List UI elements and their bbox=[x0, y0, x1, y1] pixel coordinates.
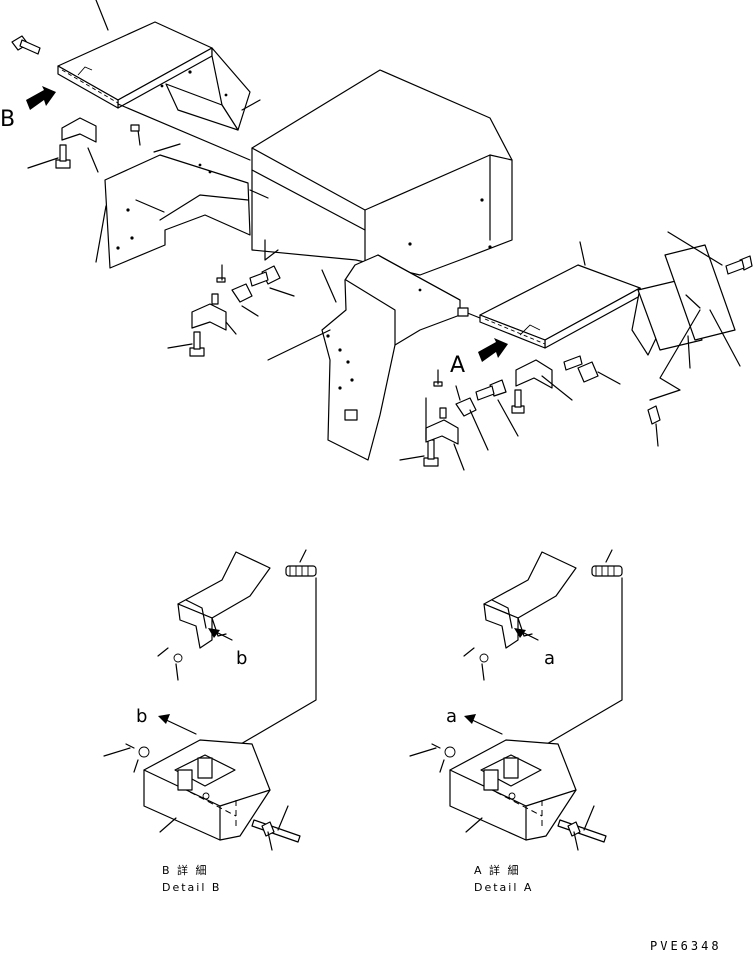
bolt bbox=[423, 439, 439, 467]
handle-bracket bbox=[463, 551, 577, 681]
ref-label-b: b bbox=[236, 648, 247, 669]
bracket bbox=[191, 293, 227, 331]
ref-leader-b bbox=[209, 577, 317, 763]
bolt bbox=[55, 144, 71, 169]
caption-detail-a-jp: A 詳 細 bbox=[474, 863, 521, 877]
ref-arrowhead-a-2 bbox=[464, 714, 476, 724]
spring bbox=[285, 549, 317, 577]
left-fender bbox=[57, 21, 251, 161]
main-assembly: B A bbox=[0, 0, 753, 471]
pin bbox=[251, 819, 301, 843]
ref-arrowhead-b-2 bbox=[158, 714, 170, 724]
washer bbox=[444, 746, 456, 758]
handle-bracket bbox=[157, 551, 271, 681]
caption-detail-a-en: Detail A bbox=[474, 881, 533, 894]
view-label-a: A bbox=[450, 353, 465, 378]
bracket bbox=[231, 283, 253, 303]
spring bbox=[591, 549, 623, 577]
side-plates bbox=[637, 231, 736, 351]
bolt bbox=[475, 379, 507, 401]
ref-arrowhead-b bbox=[208, 628, 220, 638]
ref-arrow-b-2 bbox=[161, 717, 197, 735]
bracket bbox=[515, 359, 553, 389]
left-lower-panel bbox=[104, 124, 251, 269]
bracket bbox=[455, 397, 477, 417]
bracket bbox=[425, 407, 459, 445]
detail-a: a a A 詳 細 Detail A bbox=[409, 549, 623, 894]
bracket bbox=[61, 117, 97, 143]
drawing-code: PVE6348 bbox=[650, 939, 722, 953]
bolt bbox=[563, 355, 599, 383]
view-label-b: B bbox=[0, 107, 15, 132]
mount-block bbox=[143, 739, 271, 841]
mount-block bbox=[449, 739, 577, 841]
washer bbox=[138, 746, 150, 758]
bolt bbox=[249, 265, 281, 287]
bolt bbox=[511, 389, 525, 414]
ref-arrow-a-2 bbox=[467, 717, 503, 735]
detail-b: b b B 詳 細 Detail B bbox=[103, 549, 317, 894]
pin-markers bbox=[216, 264, 443, 387]
caption-detail-b-en: Detail B bbox=[162, 881, 221, 894]
leader-lines bbox=[27, 0, 741, 471]
ref-arrowhead-a bbox=[514, 628, 526, 638]
right-fender bbox=[457, 264, 661, 356]
bolt bbox=[725, 255, 753, 275]
view-arrow-a bbox=[478, 338, 508, 362]
ref-label-b-2: b bbox=[136, 706, 147, 727]
center-cover bbox=[249, 69, 513, 276]
ref-label-a-2: a bbox=[446, 706, 457, 727]
right-lower-panel bbox=[321, 254, 461, 461]
caption-detail-b-jp: B 詳 細 bbox=[162, 863, 209, 877]
view-arrow-b bbox=[26, 86, 56, 110]
pin bbox=[557, 819, 607, 843]
bolt bbox=[11, 35, 41, 55]
clip bbox=[647, 405, 661, 425]
ref-leader-a bbox=[515, 577, 623, 763]
bolt bbox=[189, 331, 205, 357]
ref-label-a: a bbox=[544, 648, 555, 669]
